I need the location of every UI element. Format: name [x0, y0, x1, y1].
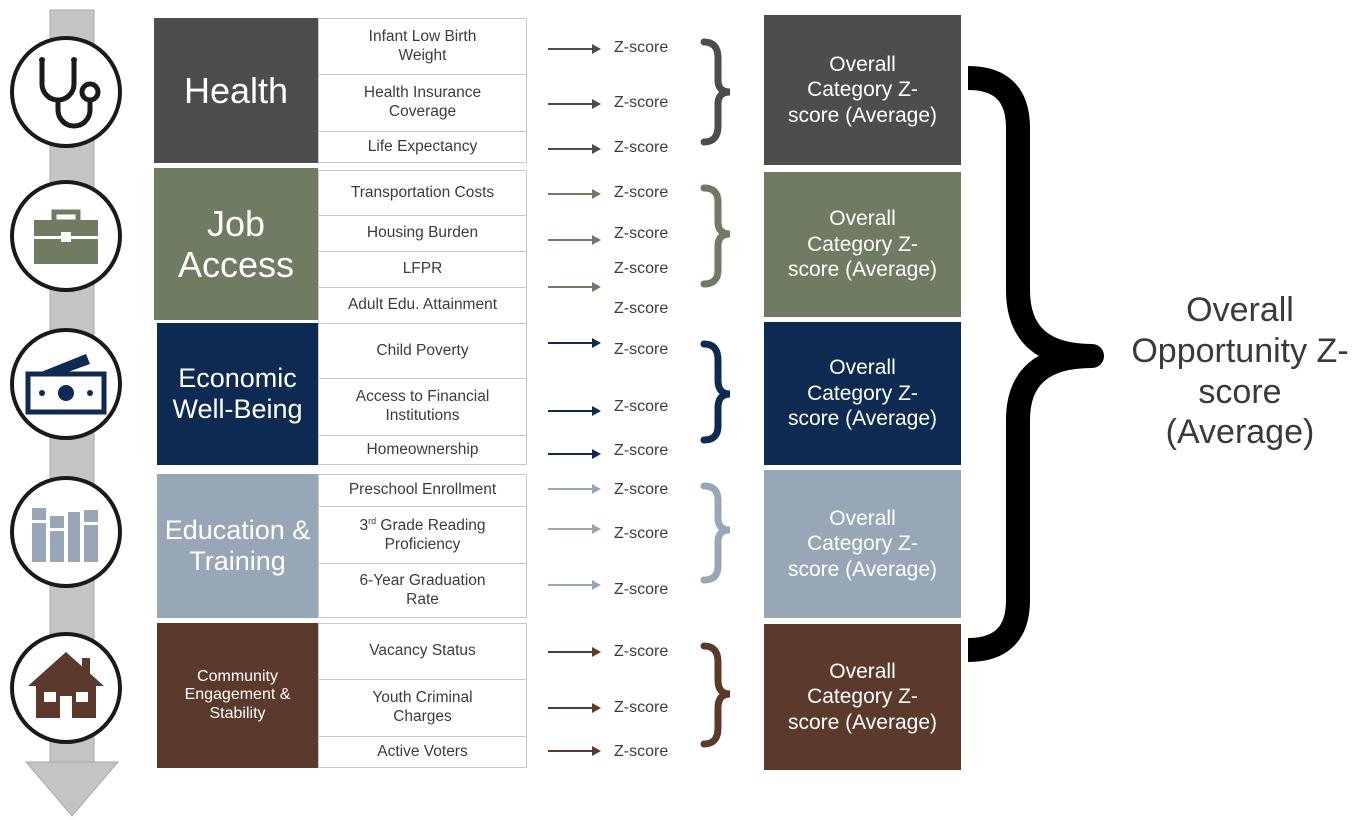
arrow [548, 235, 601, 245]
arrow [548, 746, 601, 756]
arrow [548, 99, 601, 109]
overall-opportunity-label: Overall Opportunity Z-score (Average) [1131, 291, 1349, 452]
arrow [548, 703, 601, 713]
z-score-label: Z-score [614, 94, 669, 111]
category-average-community: Overall Category Z-score (Average) [764, 624, 961, 770]
category-economic-well-being: Economic Well-Being [157, 323, 318, 465]
money-icon [10, 328, 122, 440]
indicator-transportation-costs: Transportation Costs [318, 170, 527, 216]
indicator-child-poverty: Child Poverty [318, 323, 527, 379]
z-score-label: Z-score [614, 398, 669, 415]
z-score-label: Z-score [614, 442, 669, 459]
indicator-adult-edu: Adult Edu. Attainment [318, 287, 527, 324]
category-average-job-access: Overall Category Z-score (Average) [764, 172, 961, 317]
indicator-lfpr: LFPR [318, 251, 527, 288]
z-score-label: Z-score [614, 643, 669, 660]
ordinal-number: 3 [359, 516, 369, 534]
stethoscope-icon [10, 36, 122, 148]
indicator-graduation-rate: 6-Year Graduation Rate [318, 563, 527, 618]
arrow [548, 449, 601, 459]
indicator-health-insurance: Health Insurance Coverage [318, 74, 527, 132]
books-icon [10, 476, 122, 588]
arrow [548, 406, 601, 416]
arrow [548, 484, 601, 494]
indicator-vacancy-status: Vacancy Status [318, 623, 527, 680]
indicator-homeownership: Homeownership [318, 435, 527, 465]
category-health: Health [154, 18, 318, 163]
category-education-training: Education & Training [157, 474, 318, 618]
z-score-label: Z-score [614, 139, 669, 156]
category-community-engagement: Community Engagement & Stability [157, 623, 318, 768]
indicator-housing-burden: Housing Burden [318, 215, 527, 252]
indicator-preschool: Preschool Enrollment [318, 474, 527, 507]
category-average-health: Overall Category Z-score (Average) [764, 15, 961, 165]
arrow [548, 647, 601, 657]
arrow [548, 338, 601, 348]
z-score-label: Z-score [614, 699, 669, 716]
indicator-life-expectancy: Life Expectancy [318, 131, 527, 163]
indicator-3rd-grade-reading: 3rd Grade Reading Proficiency [318, 506, 527, 564]
arrow [548, 189, 601, 199]
arrow [548, 282, 601, 292]
z-score-label: Z-score [614, 525, 669, 542]
arrow [548, 144, 601, 154]
z-score-label: Z-score [614, 481, 669, 498]
z-score-label: Z-score [614, 260, 669, 277]
arrow [548, 580, 601, 590]
category-braces [700, 38, 731, 748]
z-score-label: Z-score [614, 743, 669, 760]
z-score-label: Z-score [614, 39, 669, 56]
arrow [548, 524, 601, 534]
category-job-access: Job Access [154, 168, 318, 320]
z-score-label: Z-score [614, 581, 669, 598]
arrow [548, 44, 601, 54]
indicator-access-financial: Access to Financial Institutions [318, 378, 527, 436]
z-score-label: Z-score [614, 300, 669, 317]
z-score-label: Z-score [614, 184, 669, 201]
category-average-education: Overall Category Z-score (Average) [764, 470, 961, 618]
indicator-active-voters: Active Voters [318, 736, 527, 768]
ordinal-suffix: rd [368, 515, 377, 526]
z-score-label: Z-score [614, 341, 669, 358]
indicator-rest: Grade Reading Proficiency [376, 516, 486, 553]
indicator-youth-criminal: Youth Criminal Charges [318, 679, 527, 737]
z-score-label: Z-score [614, 225, 669, 242]
briefcase-icon [10, 180, 122, 292]
overall-brace [967, 66, 1104, 662]
house-icon [10, 632, 122, 744]
category-average-economic: Overall Category Z-score (Average) [764, 322, 961, 465]
indicator-infant-low-birth-weight: Infant Low Birth Weight [318, 18, 527, 75]
